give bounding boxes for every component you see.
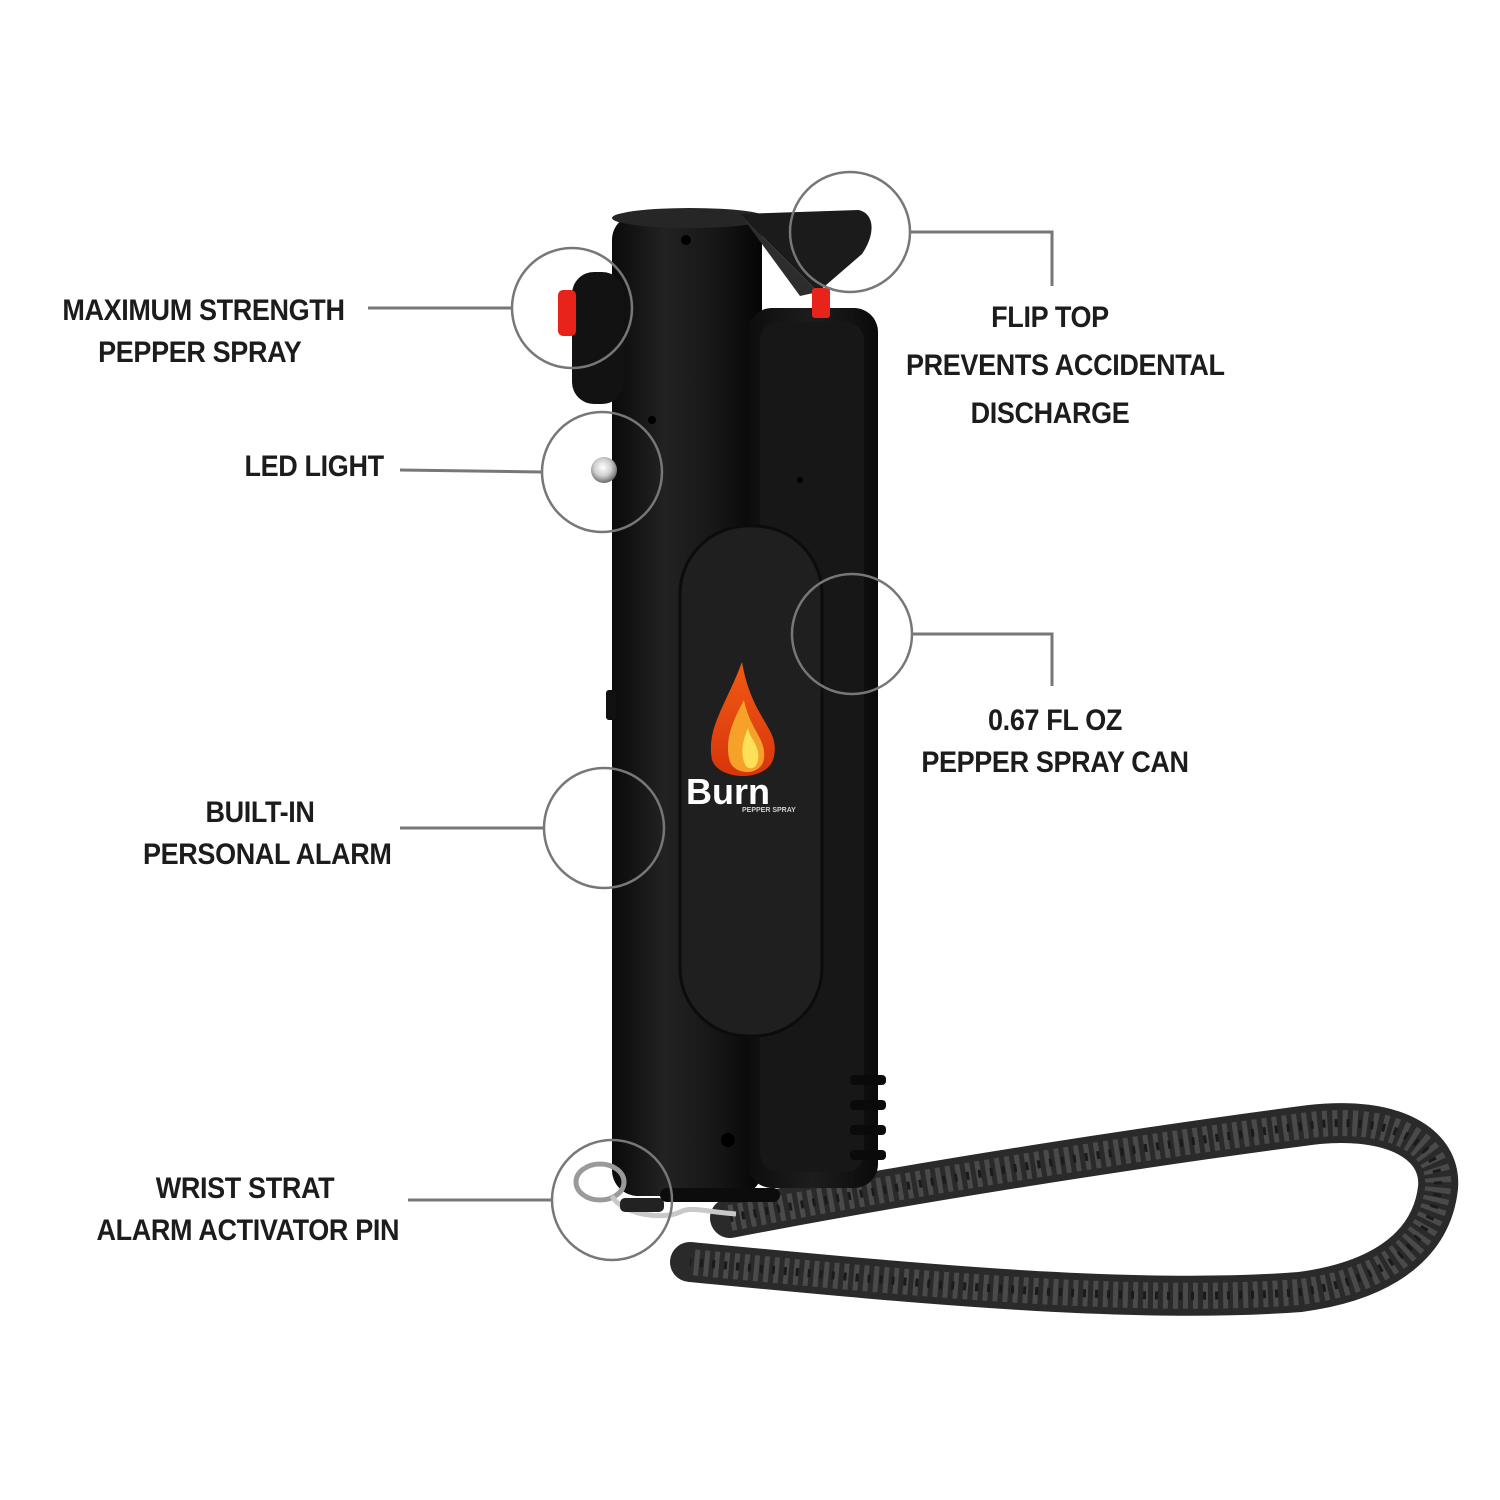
label-can-size: 0.67 FL OZ PEPPER SPRAY CAN [916,700,1195,784]
callout-lines [368,230,1054,1202]
label-flip-top: FLIP TOP PREVENTS ACCIDENTAL DISCHARGE [906,294,1225,438]
label-led-light-line1: LED LIGHT [244,450,385,483]
label-personal-alarm: BUILT-IN PERSONAL ALARM [143,792,392,876]
label-wrist-strap-line2: ALARM ACTIVATOR PIN [96,1214,400,1247]
label-max-strength-line1: MAXIMUM STRENGTH [62,294,346,327]
label-flip-top-line2: PREVENTS ACCIDENTAL [906,349,1225,382]
label-wrist-strap-line1: WRIST STRAT [155,1172,335,1205]
label-led-light: LED LIGHT [244,446,385,488]
wrist-strap [670,1103,1459,1316]
led-icon [591,457,617,483]
label-flip-top-line1: FLIP TOP [991,301,1109,334]
brand-logo-text: Burn [686,771,770,812]
label-can-size-line2: PEPPER SPRAY CAN [921,746,1189,779]
label-wrist-strap: WRIST STRAT ALARM ACTIVATOR PIN [96,1168,400,1252]
label-personal-alarm-line2: PERSONAL ALARM [143,838,392,871]
alarm-activator-pin [573,1161,737,1219]
label-can-size-line1: 0.67 FL OZ [988,704,1122,737]
can-callout-line [912,632,1054,686]
label-max-strength-line2: PEPPER SPRAY [98,336,303,369]
label-max-strength: MAXIMUM STRENGTH PEPPER SPRAY [62,290,346,374]
label-flip-top-line3: DISCHARGE [970,397,1130,430]
fliptop-callout-line [910,230,1054,286]
brand-tagline-text: PEPPER SPRAY [742,807,796,814]
label-personal-alarm-line1: BUILT-IN [205,796,315,829]
flame-logo-icon [710,662,775,777]
pepper-spray-device [558,208,886,1202]
led-callout-line [399,468,543,474]
